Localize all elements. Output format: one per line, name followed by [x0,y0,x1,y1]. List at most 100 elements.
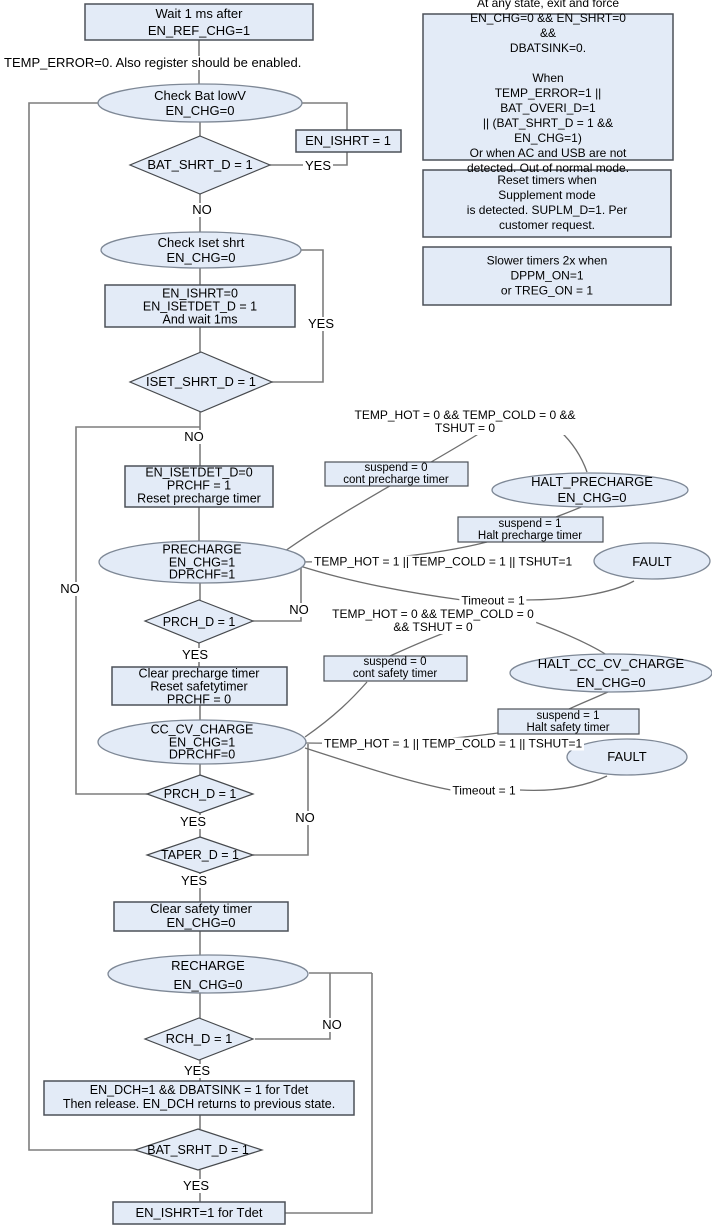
curve-halt-pre-resume-a [284,432,481,552]
label-no-taper: NO [293,810,317,825]
state-check-bat-label: Check Bat lowV EN_CHG=0 [154,88,246,118]
label-yes-bat-shrt: YES [302,158,334,173]
edge-taper-no-loop [253,744,309,856]
process-wait-label: Wait 1 ms after EN_REF_CHG=1 [147,6,251,38]
process-en-ishrt-tdet [112,1201,286,1225]
decision-bat-shrt-label: BAT_SHRT_D = 1 [147,157,253,172]
label-yes-taper: YES [178,873,210,888]
process-wait [84,3,314,41]
decision-rch-label: RCH_D = 1 [165,1031,233,1046]
process-en-dch [43,1080,355,1116]
label-no-iset-shrt: NO [182,429,206,444]
edge-isetshrt-yes-loop [272,249,324,383]
label-timeout-precharge: Timeout = 1 [459,593,527,608]
edge-enishrttdet-recharge-loop [285,973,373,1214]
edge-batsrht-checkbat-loop [28,102,135,1151]
state-cc-cv-charge [97,719,307,765]
label-yes-bat-srht: YES [180,1178,212,1193]
state-fault-safety-label: FAULT [607,749,647,764]
label-timeout-cccv: Timeout = 1 [450,783,518,798]
curve-cc-timeout-b [519,775,608,791]
process-clear-safety-label: Clear safety timer EN_CHG=0 [150,901,252,930]
process-suspend0-precharge [324,461,469,487]
curve-halt-cc-resume-c [534,621,608,656]
curve-halt-cc-resume-a [304,681,368,738]
state-check-iset-label: Check Iset shrt EN_CHG=0 [157,235,245,265]
state-fault-safety [566,738,688,776]
process-suspend1-safety-label: suspend = 1 Halt safety timer [526,710,610,734]
edge-batshrt-yes [270,152,348,166]
state-halt-cc-cv-label: HALT_CC_CV_CHARGE EN_CHG=0 [537,656,685,690]
process-iset-detect-label: EN_ISHRT=0 EN_ISETDET_D = 1 And wait 1ms [142,286,258,327]
curve-halt-pre-resume-b [559,430,588,473]
decision-taper [145,836,255,874]
edge-prch2-return-loop [75,426,200,795]
edge-rch-no-loop [255,973,331,1040]
state-fault-precharge [593,542,711,580]
process-en-ishrt-tdet-label: EN_ISHRT=1 for Tdet [135,1205,263,1220]
decision-prch1-label: PRCH_D = 1 [162,615,236,629]
state-fault-precharge-label: FAULT [632,554,672,569]
label-no-rch: NO [320,1017,344,1032]
state-recharge-label: RECHARGE EN_CHG=0 [171,958,245,992]
process-iset-detect [104,284,296,328]
process-suspend0-safety-label: suspend = 0 cont safety timer [352,656,438,680]
label-yes-rch: YES [181,1063,213,1078]
label-no-prch1: NO [287,602,311,617]
decision-prch1 [143,599,255,644]
state-halt-precharge-label: HALT_PRECHARGE EN_CHG=0 [531,474,653,505]
caption-temp-error: TEMP_ERROR=0. Also register should be en… [2,55,304,70]
label-yes-iset-shrt: YES [305,316,337,331]
state-halt-cc-cv-charge [509,653,712,693]
note-exit-force [422,13,674,161]
decision-prch2-label: PRCH_D = 1 [163,787,237,801]
edge-prch1-no-loop [253,563,302,622]
label-cond-fault-cccv: TEMP_HOT = 1 || TEMP_COLD = 1 || TSHUT=1 [322,736,585,751]
label-yes-prch2: YES [177,814,209,829]
process-en-ishrt [295,129,402,153]
state-cc-cv-label: CC_CV_CHARGE EN_CHG=1 DPRCHF=0 [150,722,254,762]
note-exit-force-text: At any state, exit and force EN_CHG=0 &&… [466,0,630,175]
decision-bat-srht-label: BAT_SRHT_D = 1 [147,1143,249,1157]
decision-bat-shrt [128,135,272,195]
label-cond-ok-precharge: TEMP_HOT = 0 && TEMP_COLD = 0 && TSHUT =… [341,409,589,435]
process-clear-precharge-label: Clear precharge timer Reset safetytimer … [138,666,260,707]
note-reset-timers-text: Reset timers when Supplement mode is det… [466,173,628,232]
process-en-dch-label: EN_DCH=1 && DBATSINK = 1 for Tdet Then r… [62,1083,336,1111]
decision-taper-label: TAPER_D = 1 [161,848,239,862]
process-clear-precharge [111,666,288,706]
state-precharge [98,540,306,584]
process-suspend1-precharge [457,516,604,543]
decision-bat-srht [133,1128,264,1171]
process-suspend0-precharge-label: suspend = 0 cont precharge timer [343,462,449,486]
edge-enishrt-checkbat [302,102,348,130]
flowchart-shapes [43,3,712,1225]
state-precharge-label: PRECHARGE EN_CHG=1 DPRCHF=1 [162,542,242,582]
process-suspend0-safety [323,655,468,682]
note-slower-timers-text: Slower timers 2x when DPPM_ON=1 or TREG_… [486,253,608,298]
label-yes-prch1: YES [179,647,211,662]
process-reset-precharge-label: EN_ISETDET_D=0 PRCHF = 1 Reset precharge… [137,465,261,506]
state-check-iset-shrt [100,231,302,269]
label-no-bat-shrt: NO [190,202,214,217]
note-slower-timers [422,246,672,306]
process-en-ishrt-label: EN_ISHRT = 1 [305,133,391,148]
label-no-prch2: NO [58,581,82,596]
process-suspend1-precharge-label: suspend = 1 Halt precharge timer [477,518,583,542]
curve-cc-timeout-a [304,747,452,791]
curve-pre-timeout-a [299,565,463,601]
decision-prch2 [145,774,255,814]
label-cond-fault-precharge: TEMP_HOT = 1 || TEMP_COLD = 1 || TSHUT=1 [312,554,575,569]
process-suspend1-safety [497,708,640,735]
state-check-bat-lowv [97,83,303,123]
state-recharge [107,954,309,994]
process-clear-safety [113,901,289,932]
note-reset-timers [422,169,672,238]
curve-halt-cc-resume-b [389,632,445,657]
state-halt-precharge [491,472,689,508]
process-reset-precharge [124,465,274,508]
decision-rch [143,1017,255,1061]
curve-pre-timeout-b [523,580,635,601]
